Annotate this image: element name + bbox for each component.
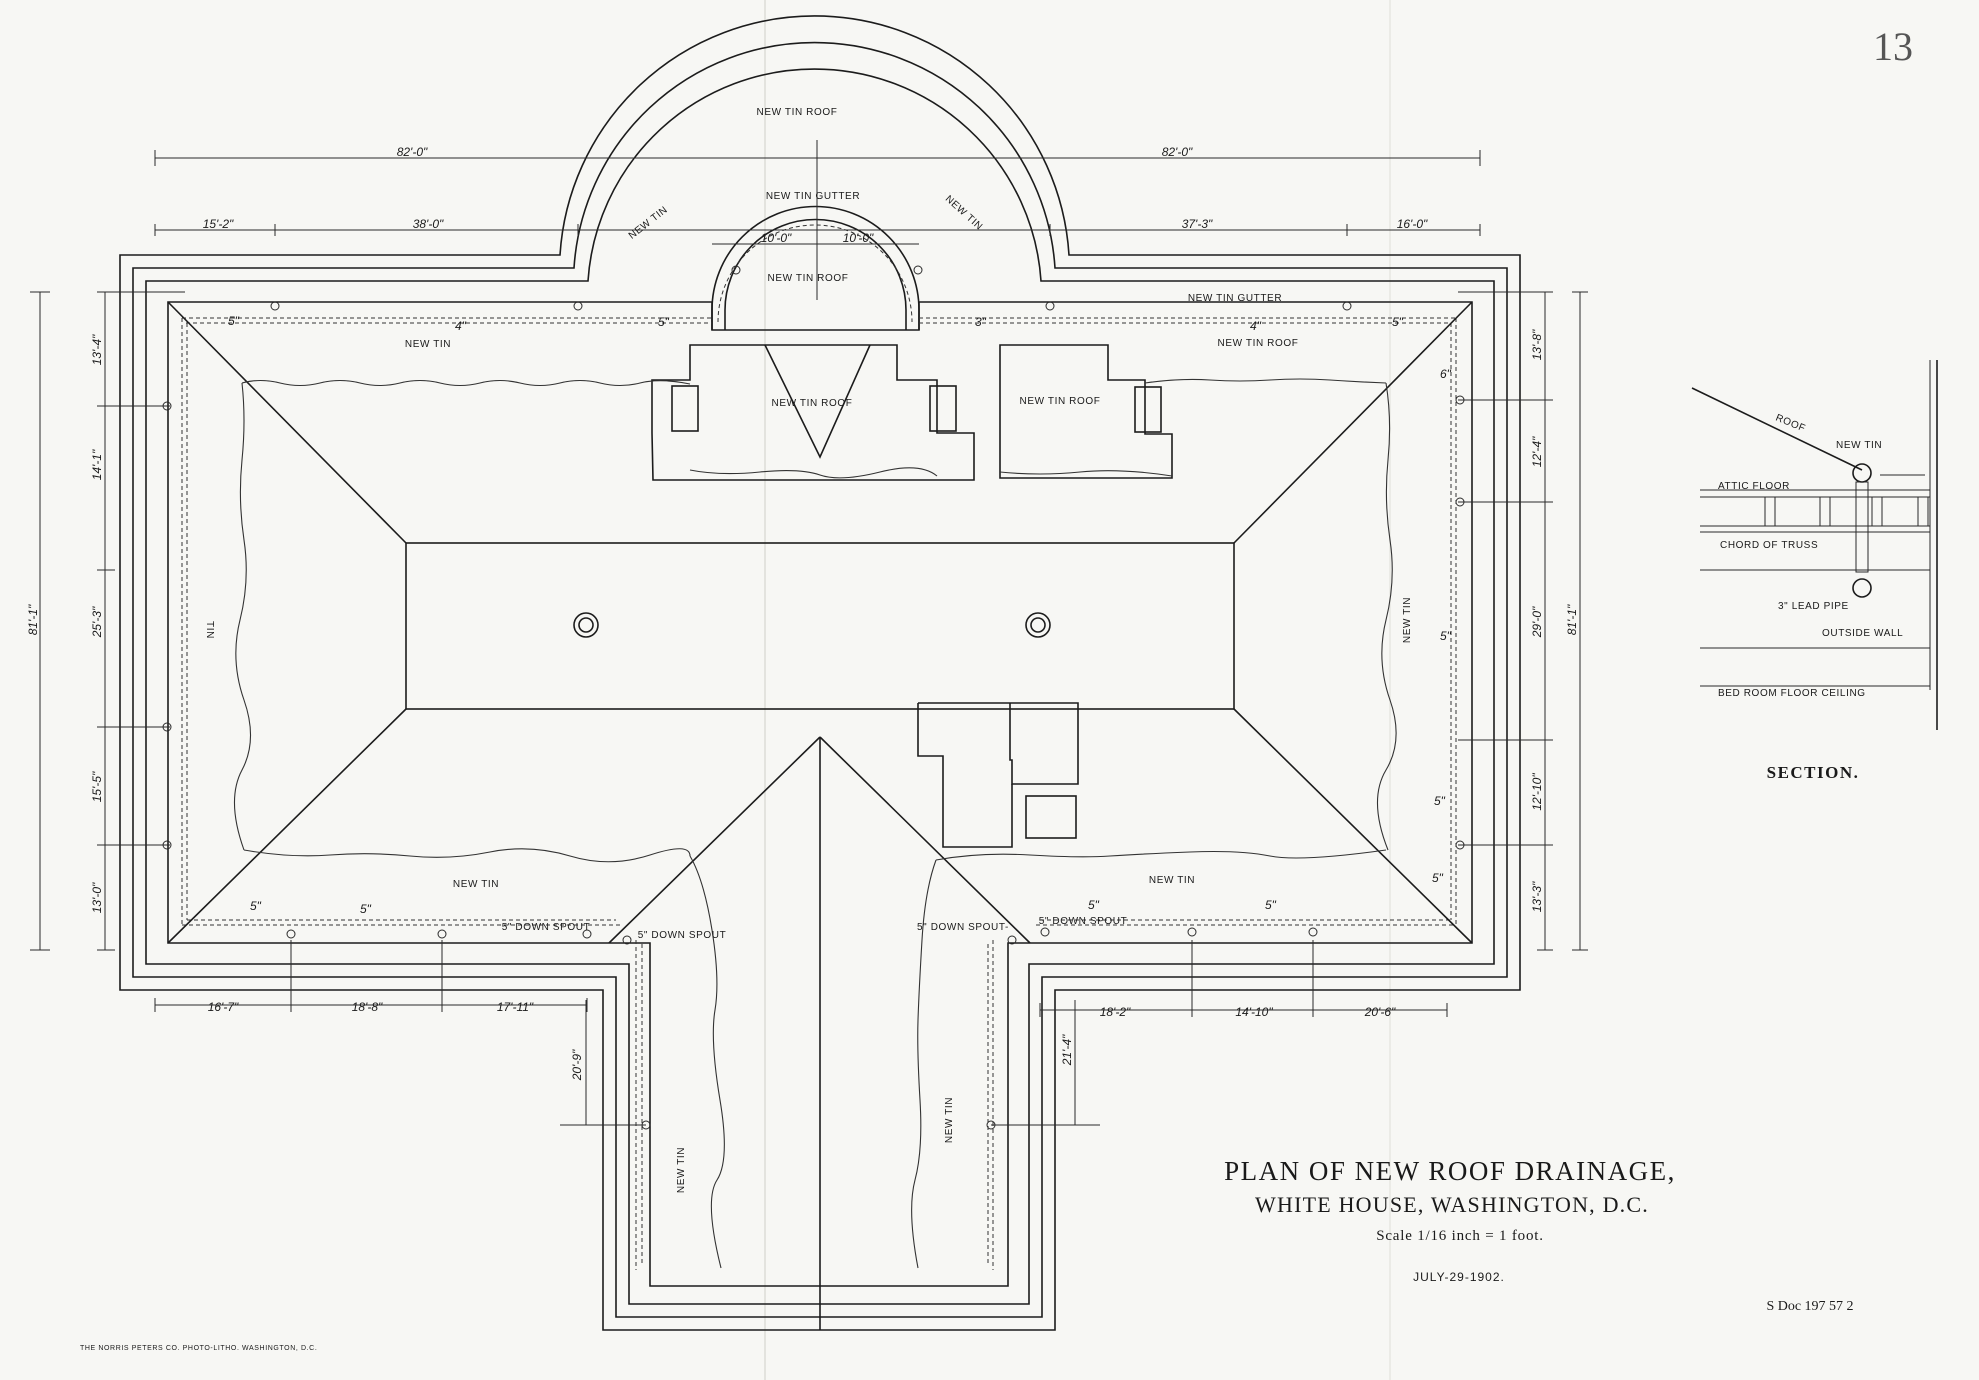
dimension-lines [30, 140, 1588, 1126]
skylights [573, 612, 1051, 638]
label-new-tin-roof-ne: NEW TIN ROOF [1218, 338, 1299, 349]
svg-text:18'-2": 18'-2" [1100, 1005, 1131, 1019]
svg-text:5": 5" [1440, 629, 1452, 643]
label-new-tin-nw: NEW TIN [405, 339, 451, 350]
svg-text:18'-8": 18'-8" [352, 1000, 383, 1014]
svg-text:12'-10": 12'-10" [1530, 773, 1544, 811]
page-number: 13 [1873, 24, 1913, 69]
svg-text:20'-9": 20'-9" [570, 1049, 584, 1081]
section-label-outside-wall: OUTSIDE WALL [1822, 628, 1903, 639]
label-tin-west: TIN [204, 621, 215, 639]
svg-text:37'-3": 37'-3" [1182, 217, 1213, 231]
svg-text:5": 5" [658, 315, 670, 329]
label-new-tin-se: NEW TIN [1149, 875, 1195, 886]
label-new-tin-wing-left: NEW TIN [676, 1147, 687, 1193]
svg-text:5": 5" [1265, 898, 1277, 912]
section-label-attic-floor: ATTIC FLOOR [1718, 481, 1790, 492]
perimeter-gutter [181, 317, 1457, 1270]
svg-text:16'-7": 16'-7" [208, 1000, 239, 1014]
label-down-spout-wing-right: 5" DOWN SPOUT- [917, 922, 1009, 933]
svg-text:5": 5" [1434, 794, 1446, 808]
svg-text:10'-0": 10'-0" [761, 231, 792, 245]
label-new-tin-roof-north: NEW TIN ROOF [772, 398, 853, 409]
dimension-labels: 82'-0" 82'-0" 15'-2" 38'-0" 10'-0" 10'-0… [26, 145, 1579, 1081]
svg-text:15'-2": 15'-2" [203, 217, 234, 231]
section-label-new-tin: NEW TIN [1836, 440, 1882, 451]
svg-text:29'-0": 29'-0" [1530, 606, 1544, 638]
section-label-roof: ROOF [1774, 413, 1807, 435]
svg-text:5": 5" [360, 902, 372, 916]
svg-text:16'-0": 16'-0" [1397, 217, 1428, 231]
svg-text:13'-3": 13'-3" [1530, 881, 1544, 912]
label-new-tin-east: NEW TIN [1402, 597, 1413, 643]
document-reference: S Doc 197 57 2 [1766, 1299, 1853, 1314]
svg-text:17'-11": 17'-11" [497, 1000, 534, 1014]
label-new-tin-sw: NEW TIN [453, 879, 499, 890]
label-new-tin-gutter-bay: NEW TIN GUTTER [766, 191, 860, 202]
svg-text:14'-1": 14'-1" [90, 449, 104, 480]
dim-left-total: 81'-1" [26, 604, 40, 635]
label-new-tin-roof-box: NEW TIN ROOF [1020, 396, 1101, 407]
svg-text:21'-4": 21'-4" [1060, 1034, 1074, 1066]
svg-text:15'-5": 15'-5" [90, 771, 104, 802]
bay-semicircle [711, 205, 920, 330]
title-line-1: PLAN OF NEW ROOF DRAINAGE, [1224, 1156, 1676, 1186]
svg-text:38'-0": 38'-0" [413, 217, 444, 231]
label-new-tin-roof-inner: NEW TIN ROOF [768, 273, 849, 284]
section-label-chord-of-truss: CHORD OF TRUSS [1720, 540, 1818, 551]
section-label-lead-pipe: 3" LEAD PIPE [1778, 601, 1849, 612]
dim-right-total: 81'-1" [1565, 604, 1579, 635]
svg-text:20'-6": 20'-6" [1364, 1005, 1396, 1019]
label-down-spout-se: 5" DOWN SPOUT [1039, 916, 1128, 927]
section-detail: ROOF NEW TIN ATTIC FLOOR CHORD OF TRUSS … [1691, 360, 1938, 782]
roof-labels: NEW TIN ROOF NEW TIN GUTTER NEW TIN ROOF… [204, 107, 1413, 1193]
section-title: SECTION. [1767, 763, 1860, 782]
svg-text:6": 6" [1440, 367, 1452, 381]
svg-text:4": 4" [1250, 319, 1262, 333]
svg-text:5": 5" [1088, 898, 1100, 912]
svg-text:10'-0": 10'-0" [843, 231, 874, 245]
svg-text:3": 3" [975, 315, 987, 329]
svg-text:5": 5" [250, 899, 262, 913]
svg-text:14'-10": 14'-10" [1235, 1005, 1273, 1019]
printer-credit: THE NORRIS PETERS CO. PHOTO-LITHO. WASHI… [80, 1345, 317, 1352]
down-spouts [162, 265, 1465, 1130]
svg-text:5": 5" [1432, 871, 1444, 885]
svg-text:13'-4": 13'-4" [90, 334, 104, 365]
section-label-bed-room-floor-ceiling: BED ROOM FLOOR CEILING [1718, 688, 1866, 699]
svg-text:25'-3": 25'-3" [90, 606, 104, 638]
label-new-tin-wing-right: NEW TIN [944, 1097, 955, 1143]
label-new-tin-roof-bay: NEW TIN ROOF [757, 107, 838, 118]
svg-text:13'-8": 13'-8" [1530, 329, 1544, 360]
dim-top-left: 82'-0" [397, 145, 428, 159]
title-block: PLAN OF NEW ROOF DRAINAGE, WHITE HOUSE, … [1224, 1156, 1676, 1284]
title-scale: Scale 1/16 inch = 1 foot. [1376, 1228, 1544, 1244]
hip-roof [167, 301, 1473, 1330]
north-roof-structures [651, 344, 1173, 481]
label-new-tin-bay-left: NEW TIN [627, 204, 670, 241]
svg-text:4": 4" [455, 319, 467, 333]
label-down-spout-sw: 5" DOWN SPOUT [502, 922, 591, 933]
south-roof-structures [917, 702, 1079, 848]
title-line-2: WHITE HOUSE, WASHINGTON, D.C. [1255, 1192, 1649, 1217]
title-date: JULY-29-1902. [1413, 1270, 1505, 1284]
label-new-tin-bay-right: NEW TIN [943, 194, 985, 233]
label-new-tin-gutter: NEW TIN GUTTER [1188, 293, 1282, 304]
dim-top-right: 82'-0" [1162, 145, 1193, 159]
svg-text:12'-4": 12'-4" [1530, 436, 1544, 467]
new-tin-boundaries [233, 378, 1397, 1269]
svg-text:13'-0": 13'-0" [90, 882, 104, 913]
svg-text:5": 5" [1392, 315, 1404, 329]
gutter-size-labels: 5" 4" 5" 3" 4" 5" 6" 5" 5" 5" 5" 5" 5" 5… [228, 314, 1452, 916]
label-down-spout-wing-left: 5" DOWN SPOUT [638, 930, 727, 941]
svg-text:5": 5" [228, 314, 240, 328]
